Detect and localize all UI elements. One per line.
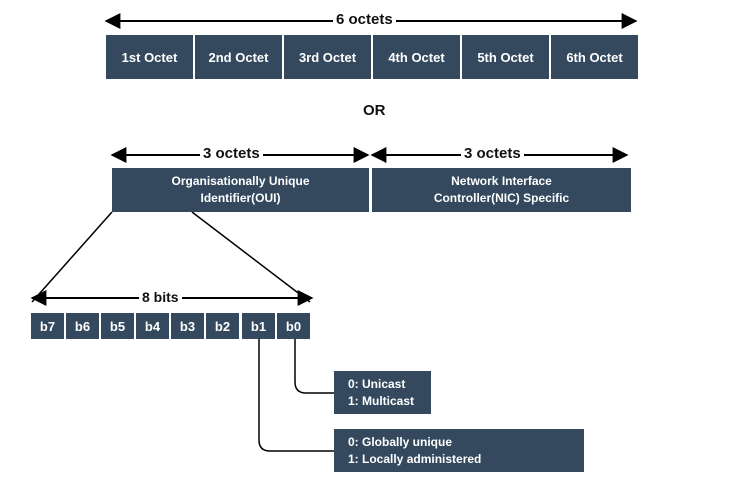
bit-b1: b1: [242, 313, 275, 339]
b0-meaning-line-1: 0: Unicast: [348, 376, 406, 391]
octet-6: 6th Octet: [551, 35, 638, 79]
oui-octets-label: 3 octets: [200, 145, 263, 162]
octet-2: 2nd Octet: [195, 35, 282, 79]
nic-box: Network Interface Controller(NIC) Specif…: [372, 168, 631, 212]
or-separator: OR: [360, 102, 389, 119]
b1-meaning-line-1: 0: Globally unique: [348, 434, 453, 449]
b0-meaning-box: 0: Unicast 1: Multicast: [334, 371, 431, 414]
oui-line-1: Organisationally Unique: [171, 174, 310, 188]
oui-line-2: Identifier(OUI): [200, 191, 281, 205]
b0-connector: [294, 339, 334, 394]
bit-b7: b7: [31, 313, 64, 339]
bit-b3: b3: [171, 313, 204, 339]
bit-b0: b0: [277, 313, 310, 339]
expand-line-right: [191, 211, 311, 303]
bit-b5: b5: [101, 313, 134, 339]
oui-box: Organisationally Unique Identifier(OUI): [112, 168, 369, 212]
b0-meaning-line-2: 1: Multicast: [348, 393, 415, 408]
eight-bits-label: 8 bits: [139, 289, 182, 305]
nic-octets-label: 3 octets: [461, 145, 524, 162]
octet-5: 5th Octet: [462, 35, 549, 79]
octet-1: 1st Octet: [106, 35, 193, 79]
b1-meaning-line-2: 1: Locally administered: [348, 451, 482, 466]
bit-b2: b2: [206, 313, 239, 339]
expand-line-left: [31, 211, 113, 303]
bit-b6: b6: [66, 313, 99, 339]
bit-b4: b4: [136, 313, 169, 339]
b1-connector: [258, 339, 334, 452]
nic-line-1: Network Interface: [451, 174, 552, 188]
six-octets-label: 6 octets: [333, 11, 396, 28]
b1-meaning-box: 0: Globally unique 1: Locally administer…: [334, 429, 584, 472]
octet-3: 3rd Octet: [284, 35, 371, 79]
octet-4: 4th Octet: [373, 35, 460, 79]
nic-line-2: Controller(NIC) Specific: [433, 191, 570, 205]
